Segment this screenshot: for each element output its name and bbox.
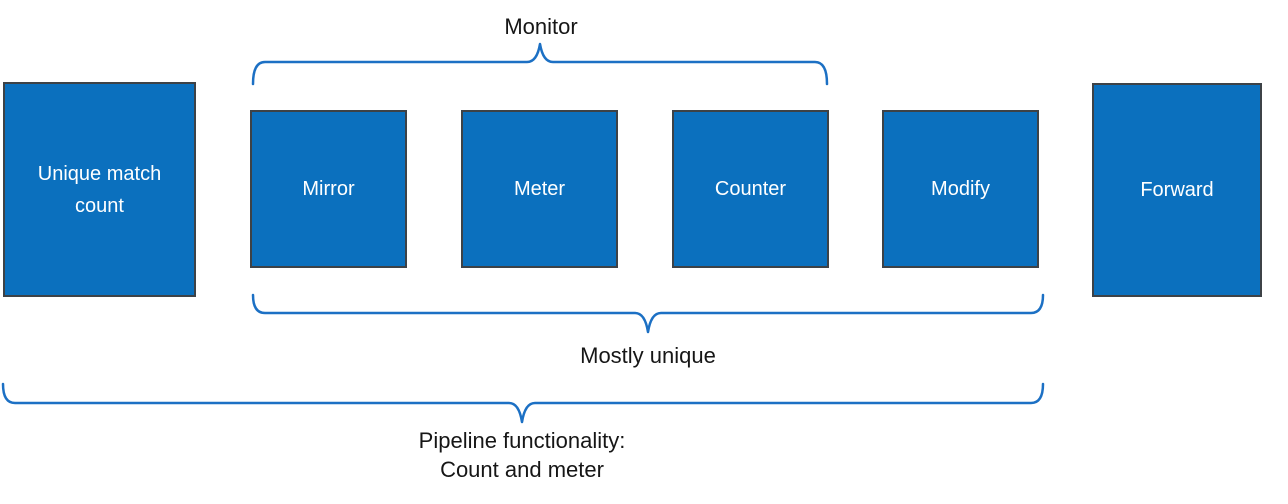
meter-box-label: Meter	[513, 178, 566, 200]
counter-box-label: Counter	[714, 178, 787, 200]
forward-box: Forward	[1092, 83, 1262, 297]
forward-box-label: Forward	[1140, 179, 1214, 201]
modify-box-label: Modify	[931, 178, 990, 200]
meter-box: Meter	[461, 110, 618, 268]
pipeline-brace-label-line1: Pipeline functionality:	[418, 428, 626, 453]
counter-box: Counter	[672, 110, 829, 268]
mirror-box-label: Mirror	[302, 178, 355, 200]
mostly-unique-brace	[251, 293, 1045, 334]
unique-match-count-box-label: Unique match count	[37, 162, 162, 217]
monitor-brace-label: Monitor	[504, 14, 578, 39]
pipeline-brace-label: Pipeline functionality: Count and meter	[342, 426, 702, 484]
monitor-brace	[251, 42, 829, 86]
unique-match-count-box: Unique match count	[3, 82, 196, 297]
modify-box: Modify	[882, 110, 1039, 268]
pipeline-brace-label-line2: Count and meter	[440, 457, 604, 482]
mostly-unique-brace-label: Mostly unique	[580, 343, 716, 368]
mirror-box: Mirror	[250, 110, 407, 268]
pipeline-brace	[1, 382, 1045, 424]
